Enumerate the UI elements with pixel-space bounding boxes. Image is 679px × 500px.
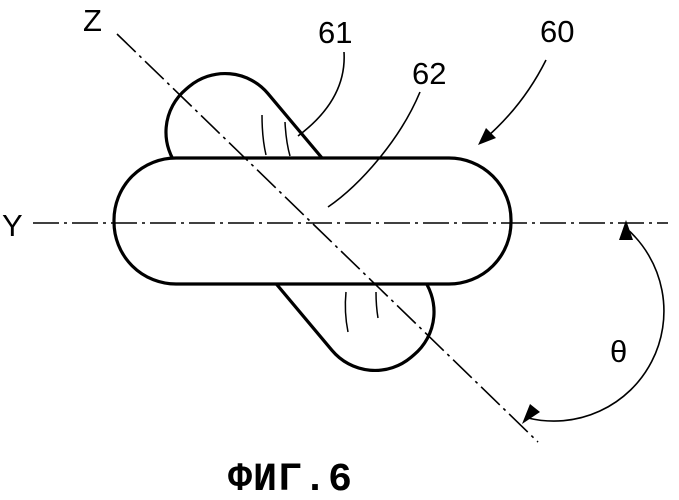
leader-arrow-60 bbox=[478, 60, 546, 145]
leader-line-61 bbox=[298, 52, 344, 136]
label-axis-y: Y bbox=[2, 208, 23, 243]
horizontal-body-62 bbox=[114, 158, 511, 284]
label-ref-60: 60 bbox=[540, 14, 574, 49]
label-angle-theta: θ bbox=[610, 334, 627, 369]
angle-arc bbox=[522, 220, 664, 424]
figure-caption: ФИГ.6 bbox=[228, 458, 353, 500]
label-axis-z: Z bbox=[83, 3, 102, 38]
label-ref-62: 62 bbox=[412, 56, 446, 91]
label-ref-61: 61 bbox=[318, 15, 352, 50]
